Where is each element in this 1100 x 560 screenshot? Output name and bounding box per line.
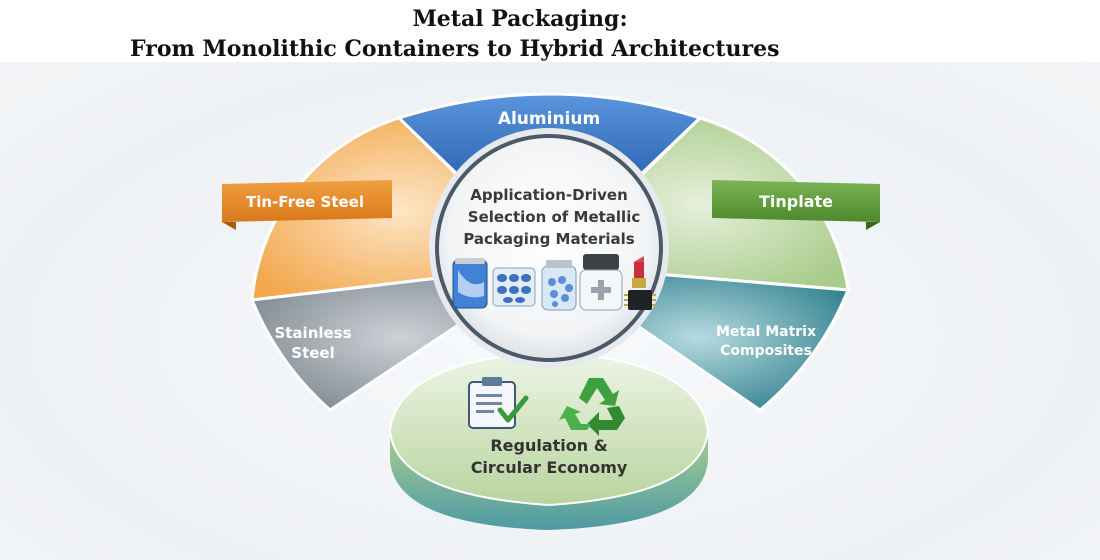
regulation-label-line-1: Regulation & [490,436,607,455]
center-text-line-1: Application-Driven [470,186,628,204]
blister-pack-icon [493,268,535,306]
stainless-label-line-2: Steel [291,344,334,362]
aluminium-label: Aluminium [498,109,600,129]
regulation-label-line-2: Circular Economy [471,458,628,477]
tin-free-steel-label: Tin-Free Steel [246,193,364,211]
pill-bottle-icon [542,260,576,310]
beverage-can-icon [453,258,487,308]
center-text-line-3: Packaging Materials [463,230,634,248]
microchip-icon [624,290,656,310]
center-circle [429,128,669,368]
metal-matrix-label-line-2: Composites [720,343,812,359]
metal-matrix-label-line-1: Metal Matrix [716,324,816,340]
center-text-line-2: Selection of Metallic [468,208,640,226]
medicine-jar-icon [580,254,622,310]
stainless-label-line-1: Stainless [274,324,351,342]
tinplate-label: Tinplate [759,192,833,211]
